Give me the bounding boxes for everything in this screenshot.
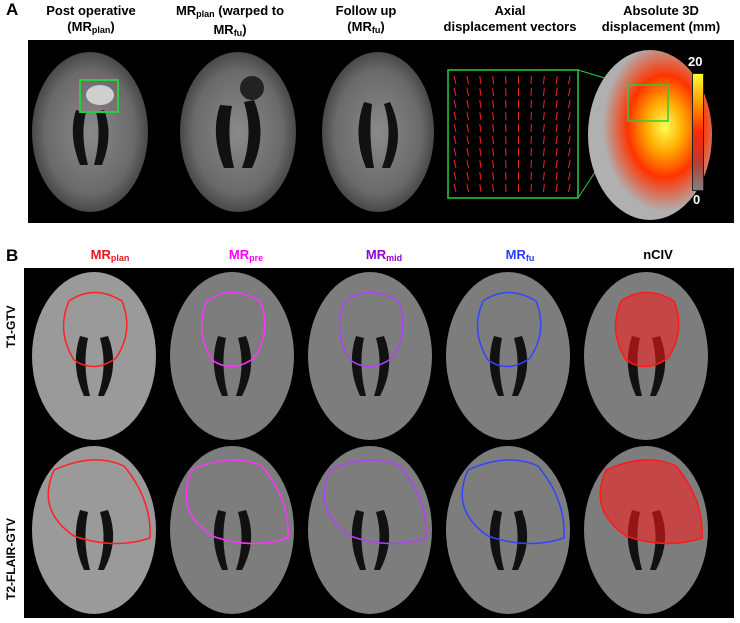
brain-tile (446, 446, 570, 614)
panel-a-letter: A (6, 0, 18, 20)
header-b-mid: MRmid (334, 247, 434, 266)
panel-a-strip: 20 0 (28, 40, 734, 223)
panel-b-letter: B (6, 246, 18, 266)
brain-image-warped (180, 52, 296, 212)
colorbar-min: 0 (693, 192, 700, 207)
row-label-t1-gtv: T1-GTV (4, 305, 18, 348)
brain-tile (584, 272, 708, 440)
brain-tile (32, 446, 156, 614)
brain-tile (446, 272, 570, 440)
header-follow-up: Follow up (MRfu) (306, 3, 426, 38)
header-axial-vectors: Axial displacement vectors (436, 3, 584, 35)
colorbar-max: 20 (688, 54, 702, 69)
header-abs-displacement: Absolute 3D displacement (mm) (588, 3, 734, 35)
header-b-pre: MRpre (196, 247, 296, 266)
brain-tile (170, 272, 294, 440)
brain-tile (170, 446, 294, 614)
row-label-t2-flair-gtv: T2-FLAIR-GTV (4, 518, 18, 600)
brain-tile (584, 446, 708, 614)
header-mrplan-warped: MRplan (warped to MRfu) (160, 3, 300, 41)
panel-b-strip (24, 268, 734, 618)
brain-tile (308, 272, 432, 440)
brain-image-follow-up (322, 52, 434, 212)
panel-b-images (24, 268, 734, 618)
colorbar (692, 73, 704, 191)
header-b-plan: MRplan (60, 247, 160, 266)
panel-a-images (28, 40, 734, 223)
header-b-fu: MRfu (470, 247, 570, 266)
header-b-nciv: nCIV (608, 247, 708, 263)
brain-image-post-operative (32, 52, 148, 212)
header-post-operative: Post operative (MRplan) (28, 3, 154, 38)
brain-tile (308, 446, 432, 614)
brain-tile (32, 272, 156, 440)
